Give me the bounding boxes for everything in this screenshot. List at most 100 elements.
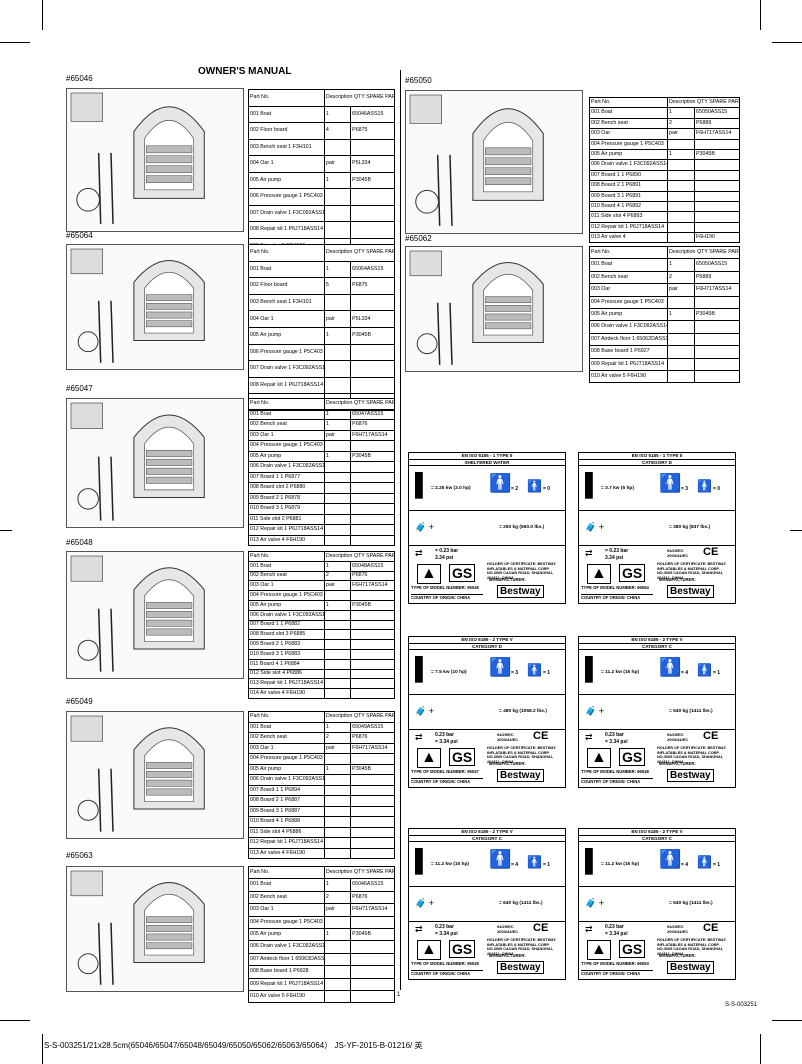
table-row: 013 Air valve 4 F6H190 xyxy=(248,534,395,546)
model-number: #65046 xyxy=(66,74,93,83)
table-cell xyxy=(323,471,352,483)
table-cell xyxy=(323,805,352,817)
table-cell: P3045B xyxy=(350,927,395,942)
table-cell: P5L334 xyxy=(350,155,395,173)
table-row: 003 Bench seat 1 F3H101 xyxy=(248,293,395,312)
plate-holder: HOLDER OF CERTIFICATE: BESTWAY INFLATABL… xyxy=(487,938,556,956)
table-cell: P3045B xyxy=(350,326,395,345)
model-number: #65048 xyxy=(66,538,93,547)
motor-icon: ▌ xyxy=(585,656,601,682)
table-row: 010 Board 4 1 P6888 xyxy=(248,816,395,828)
model-number: #65050 xyxy=(405,76,432,85)
table-cell: 007 Board 1 1 P6890 xyxy=(589,169,668,182)
plate-load: = 380 kg (837 lbs.) xyxy=(669,525,711,531)
plate-manufacturer: MANUFACTURER: xyxy=(659,577,696,582)
table-cell xyxy=(350,534,395,546)
table-cell: 009 Repair kit 1 P6J718ASS14 xyxy=(248,977,325,991)
table-row: 011 Side slot 4 P6886 xyxy=(248,826,395,838)
table-cell: 012 Repair kit 1 P6J718ASS14 xyxy=(589,221,668,234)
luggage-icon: 🧳 + xyxy=(585,706,604,717)
table-cell xyxy=(350,138,395,156)
document-code: S-S-003251 xyxy=(725,1002,758,1008)
boat-illustration xyxy=(66,244,244,370)
boat-illustration xyxy=(66,398,244,528)
table-cell: F6H717ASS14 xyxy=(350,429,395,441)
table-cell: 001 Boat xyxy=(248,408,325,420)
table-cell: 006 Pressure gauge 1 P5C403 xyxy=(248,188,325,206)
table-cell xyxy=(667,190,695,202)
table-cell: 014 Air valve 4 F6H190 xyxy=(248,688,325,699)
table-cell: P6876 xyxy=(350,419,395,431)
child-icon: 🚹 xyxy=(697,855,712,870)
table-cell: 010 Board 3 1 P6879 xyxy=(248,503,325,515)
table-cell: 002 Bench seat xyxy=(248,732,325,744)
table-row: 006 Pressure gauge 1 P5C403 xyxy=(248,343,395,362)
header-cell: Part No. xyxy=(248,865,325,880)
plate-type-number: TYPE OF MODEL NUMBER: 65047 xyxy=(411,769,479,774)
table-cell xyxy=(323,461,352,473)
boat-diagram xyxy=(409,94,544,226)
pressure-icon: ⇄ xyxy=(585,924,593,935)
parts-table: Part No.Description QTY SPARE PART NO.00… xyxy=(248,398,395,546)
plate-pressure-bar: 0.23 bar xyxy=(435,924,454,931)
table-cell xyxy=(350,774,395,786)
plate-origin: COUNTRY OF ORIGIN: CHINA xyxy=(411,594,483,600)
table-cell xyxy=(323,977,352,991)
table-cell: 005 Air pump xyxy=(248,599,325,611)
table-cell: 2 xyxy=(667,117,695,130)
plate-type-number: TYPE OF MODEL NUMBER: 65046 xyxy=(411,585,479,590)
table-cell xyxy=(350,688,395,699)
model-number: #65063 xyxy=(66,851,93,860)
table-cell xyxy=(350,440,395,452)
plate-directive: 94/25/EC 2003/44/EC xyxy=(497,732,519,743)
table-cell: 1 xyxy=(323,326,352,345)
table-row: 007 Airdeck floor 1 65062DASS15 xyxy=(589,332,741,347)
table-cell: 1 xyxy=(323,171,352,189)
table-cell: 005 Air pump xyxy=(248,171,325,189)
table-cell: P3045B xyxy=(350,171,395,189)
table-cell xyxy=(350,619,395,631)
table-cell xyxy=(350,847,395,859)
table-cell: P6889 xyxy=(693,270,741,285)
plate-adults: = 2 xyxy=(511,486,519,493)
table-cell: 1 xyxy=(667,148,695,161)
plate-type-number: TYPE OF MODEL NUMBER: 65064 xyxy=(581,585,649,590)
plate-pressure-psi: = 3.34 psi xyxy=(605,931,628,938)
table-row: 011 Side slot 4 P6893 xyxy=(589,211,741,223)
table-cell: pair xyxy=(323,903,352,917)
table-cell xyxy=(323,440,352,452)
table-cell xyxy=(350,343,395,362)
table-cell: 009 Repair kit 1 P6J718ASS14 xyxy=(589,357,668,371)
boat-diagram xyxy=(70,715,205,832)
table-cell: 1 xyxy=(323,419,352,431)
table-cell xyxy=(350,977,395,991)
table-cell xyxy=(350,513,395,525)
luggage-icon: 🧳 + xyxy=(585,522,604,533)
table-cell: 4 xyxy=(323,122,352,140)
parts-header-row: Part No.Description QTY SPARE PART NO. xyxy=(248,398,395,410)
plate-load: = 250 kg (550.0 lbs.) xyxy=(499,525,545,531)
table-cell xyxy=(693,190,741,202)
table-cell xyxy=(350,461,395,473)
table-row: 006 Drain valve 1 F3C092ASS14 xyxy=(248,461,395,473)
gs-mark: GS xyxy=(619,748,646,767)
table-row: 008 Board slot 2 P6880 xyxy=(248,482,395,494)
table-row: 007 Airdeck floor 1 65063DASS15 xyxy=(248,952,395,967)
boat-illustration xyxy=(66,711,244,839)
table-cell xyxy=(323,816,352,828)
table-cell: 010 Air valve 5 F6H190 xyxy=(248,989,325,1004)
table-cell: 012 Repair kit 1 P6J718ASS14 xyxy=(248,524,325,536)
table-cell xyxy=(323,513,352,525)
table-cell xyxy=(323,343,352,362)
luggage-icon: 🧳 + xyxy=(585,898,604,909)
table-cell: 007 Board 1 1 P6894 xyxy=(248,784,325,796)
luggage-icon: 🧳 + xyxy=(415,706,434,717)
